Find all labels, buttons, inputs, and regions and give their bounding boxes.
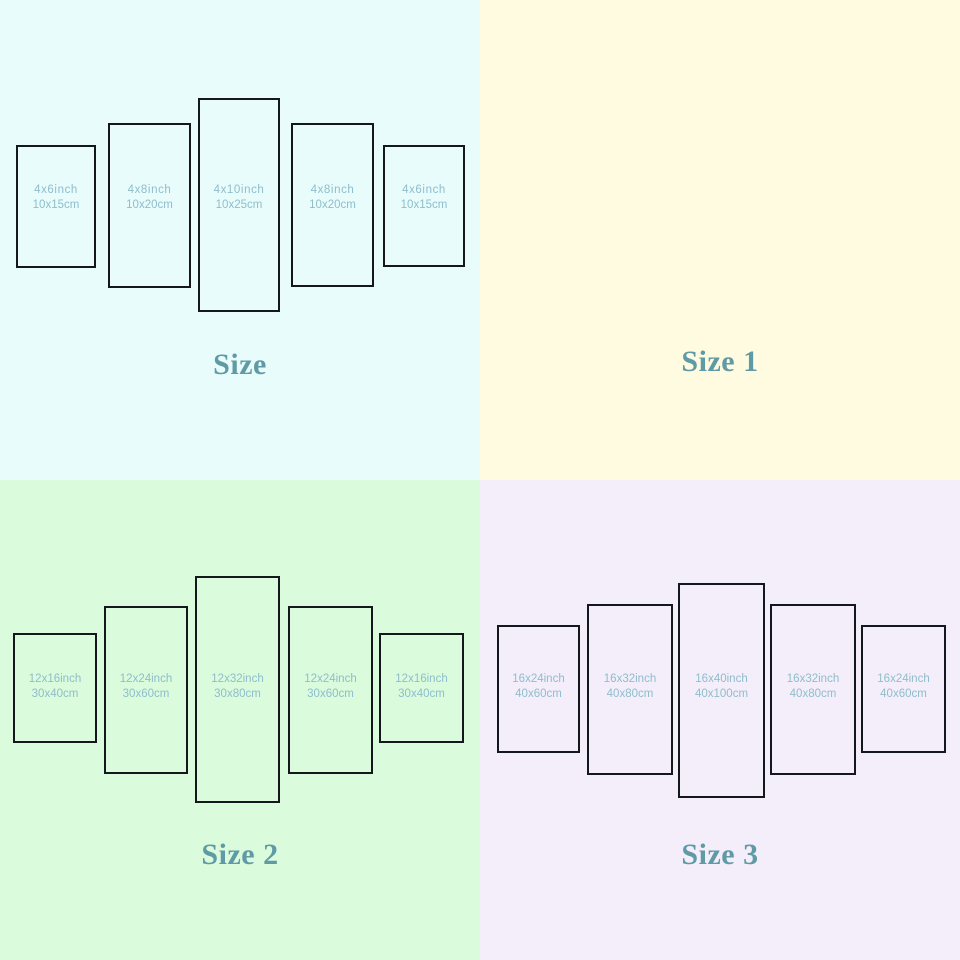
- canvas-panel-5: [861, 625, 946, 753]
- canvas-panel-3: [678, 583, 765, 798]
- canvas-panel-1: [13, 633, 97, 743]
- quadrant-size-1: 8x14inch20x35cm8x18inch20x45cm8x22inch20…: [480, 0, 960, 480]
- canvas-panel-2: [108, 123, 191, 288]
- canvas-panel-1: [497, 625, 580, 753]
- size-title-size-3: Size 3: [681, 838, 759, 871]
- canvas-panel-5: [383, 145, 465, 267]
- canvas-panel-4: [288, 606, 373, 774]
- canvas-panel-1: [16, 145, 96, 268]
- canvas-panel-3: [198, 98, 280, 312]
- canvas-panel-5: [379, 633, 464, 743]
- size-title-size-1: Size 1: [681, 345, 759, 378]
- size-title-size-2: Size 2: [201, 838, 279, 871]
- canvas-panel-2: [587, 604, 673, 775]
- canvas-panel-3: [195, 576, 280, 803]
- canvas-panel-4: [770, 604, 856, 775]
- canvas-panel-2: [104, 606, 188, 774]
- canvas-panel-4: [291, 123, 374, 287]
- size-title-size: Size: [213, 348, 267, 381]
